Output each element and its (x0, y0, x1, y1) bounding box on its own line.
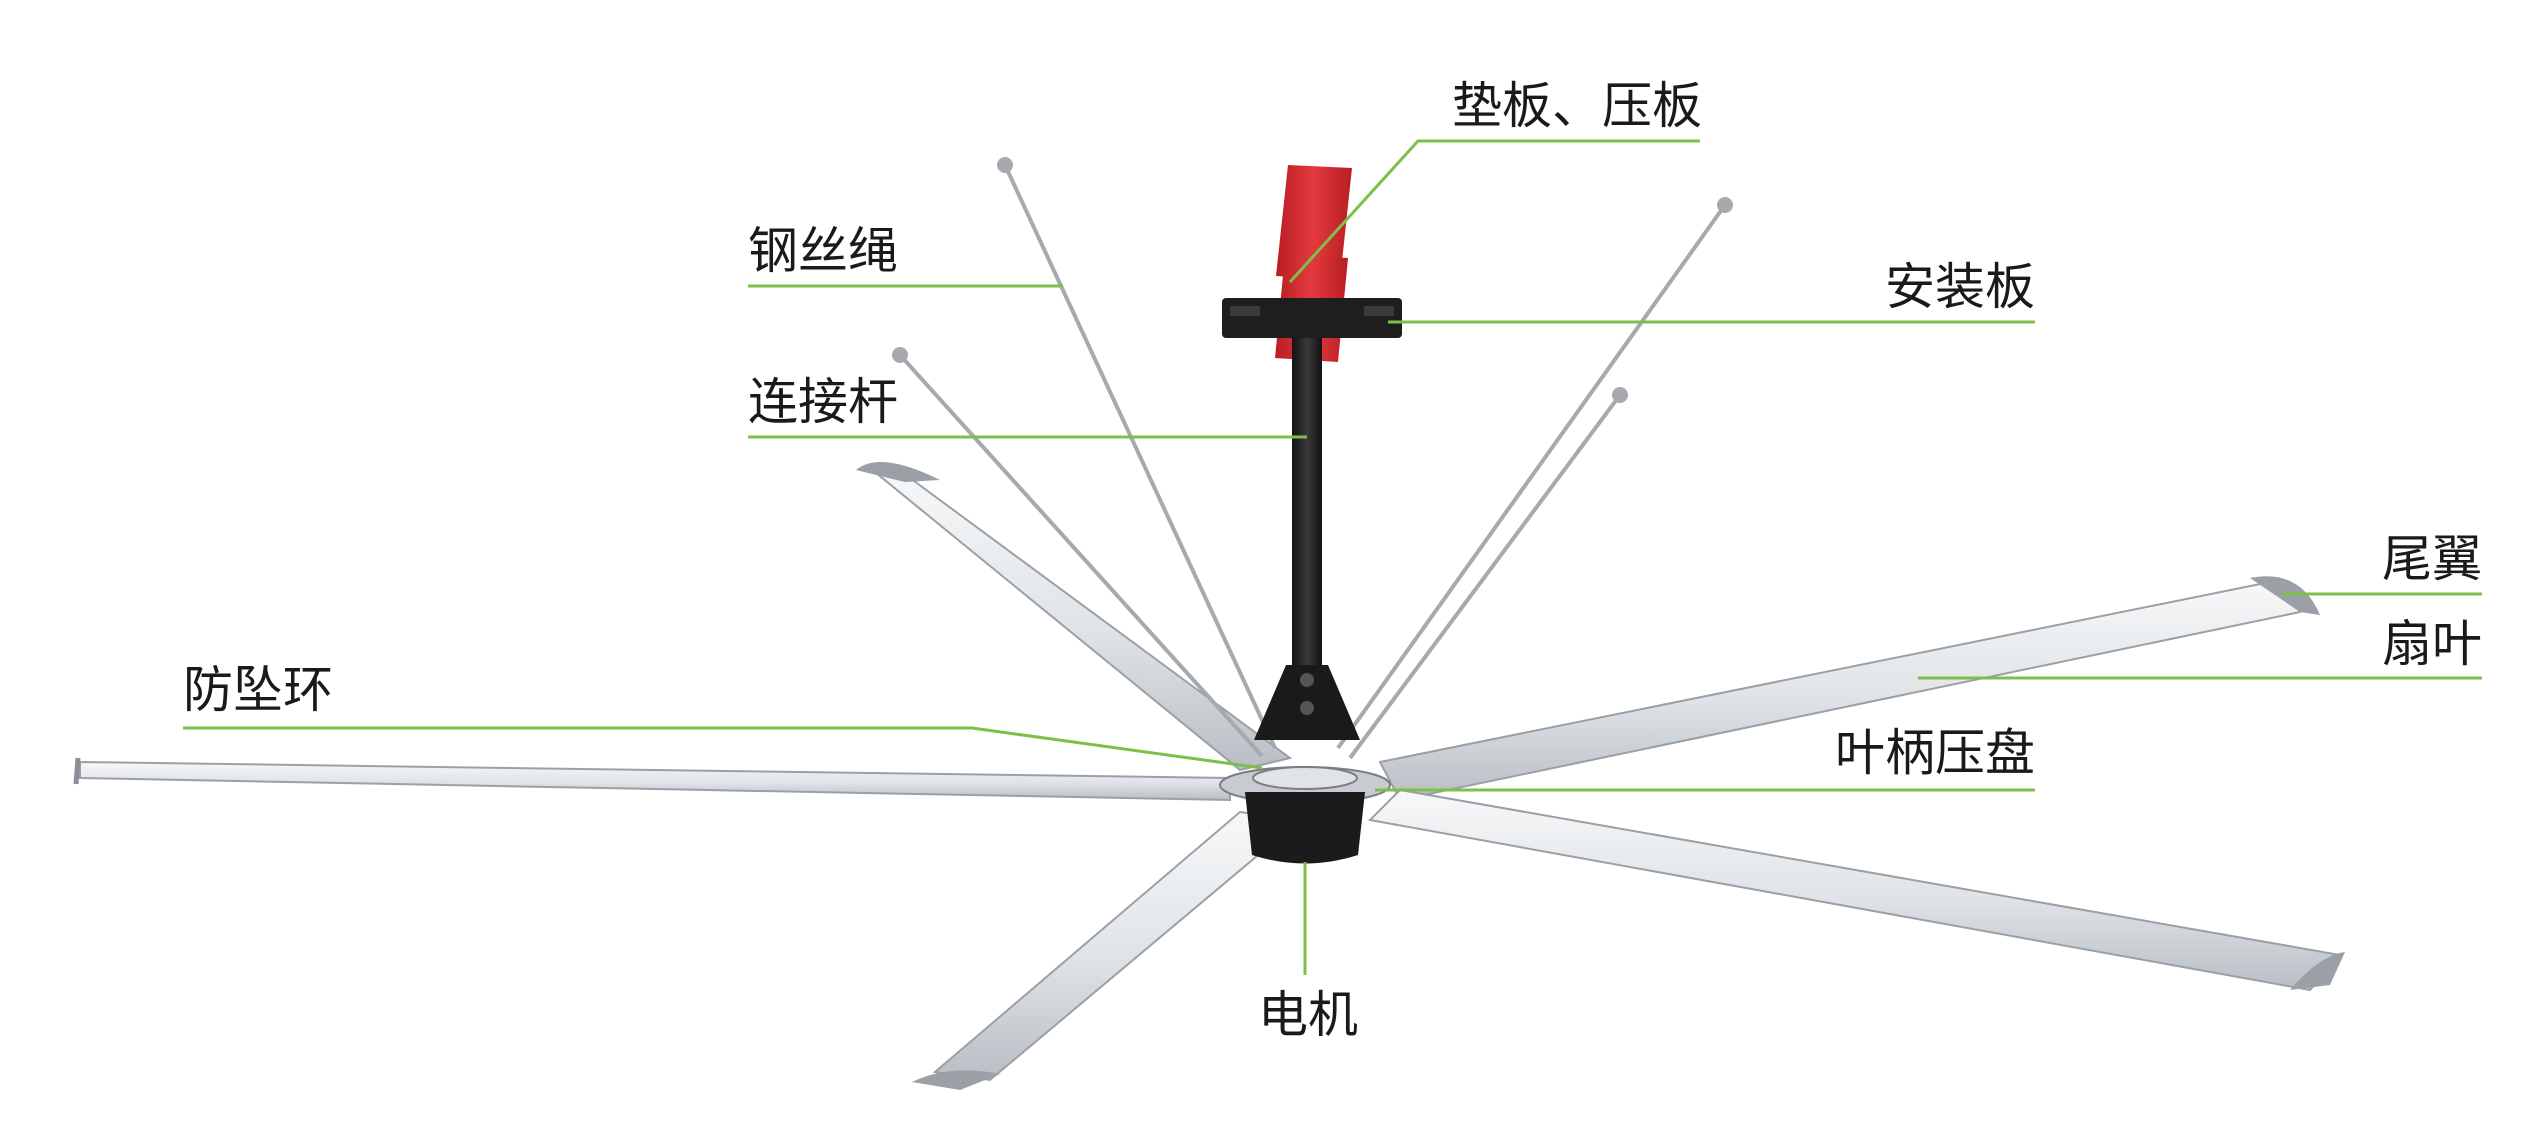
label-blade: 扇叶 (2382, 615, 2482, 673)
label-tail-wing: 尾翼 (2382, 530, 2482, 588)
label-hub-press-disc: 叶柄压盘 (1835, 724, 2035, 782)
label-mount-plate: 安装板 (1885, 258, 2035, 316)
label-motor: 电机 (1258, 986, 1358, 1044)
blade-tip-cap (856, 462, 940, 482)
blade-left (73, 757, 1231, 802)
blade-upper-left (856, 462, 1293, 772)
blade-right-lower (1367, 788, 2345, 992)
labels: 垫板、压板 钢丝绳 安装板 连接杆 尾翼 扇叶 防坠环 叶柄压盘 电机 (183, 77, 2482, 1044)
blade-tip-cap (2290, 952, 2345, 990)
blade-tip-cap (912, 1070, 1000, 1090)
leader-lines (183, 139, 2482, 975)
mount-plate (1222, 298, 1402, 338)
wire-ropes (892, 157, 1733, 760)
blades (73, 462, 2345, 1090)
motor-body (1245, 792, 1365, 864)
connecting-rod (1254, 338, 1360, 740)
label-connect-rod: 连接杆 (748, 373, 898, 431)
label-anti-fall-ring: 防坠环 (183, 661, 333, 719)
label-wire-rope: 钢丝绳 (748, 222, 898, 280)
hub-motor (1219, 766, 1391, 864)
leader-anti-fall-ring (183, 726, 1263, 770)
tail-wing-cap (2250, 576, 2320, 615)
blade-lower-left (912, 810, 1303, 1090)
label-pad-press-plate: 垫板、压板 (1452, 77, 1702, 135)
mount-assembly (1222, 165, 1402, 362)
leader-pad-press-plate (1288, 139, 1700, 284)
pad-plate-upper (1276, 165, 1352, 280)
blade-right-upper (1378, 576, 2320, 802)
